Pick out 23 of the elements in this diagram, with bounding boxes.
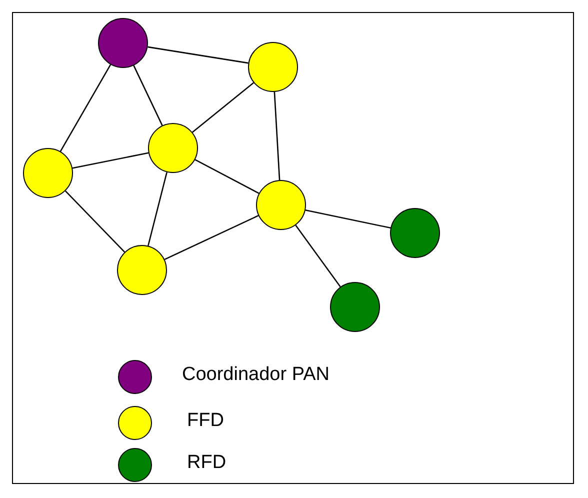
legend-label: Coordinador PAN	[182, 364, 330, 386]
link-line	[60, 64, 112, 152]
link-line	[295, 224, 341, 288]
link-line	[164, 215, 259, 260]
link-line	[133, 65, 163, 126]
link-line	[192, 82, 254, 133]
link-line	[64, 190, 126, 252]
link-line	[148, 172, 168, 246]
legend-label: FFD	[187, 410, 224, 432]
network-node	[117, 245, 167, 295]
network-node	[390, 208, 440, 258]
network-node	[330, 282, 380, 332]
network-node	[148, 123, 198, 173]
network-node	[248, 42, 298, 92]
network-node	[23, 148, 73, 198]
link-line	[194, 159, 260, 194]
network-node	[98, 18, 148, 68]
link-line	[305, 209, 391, 229]
network-node	[256, 180, 306, 230]
link-line	[274, 92, 280, 180]
link-line	[72, 152, 149, 169]
link-line	[148, 46, 248, 64]
legend-label: RFD	[187, 452, 226, 474]
